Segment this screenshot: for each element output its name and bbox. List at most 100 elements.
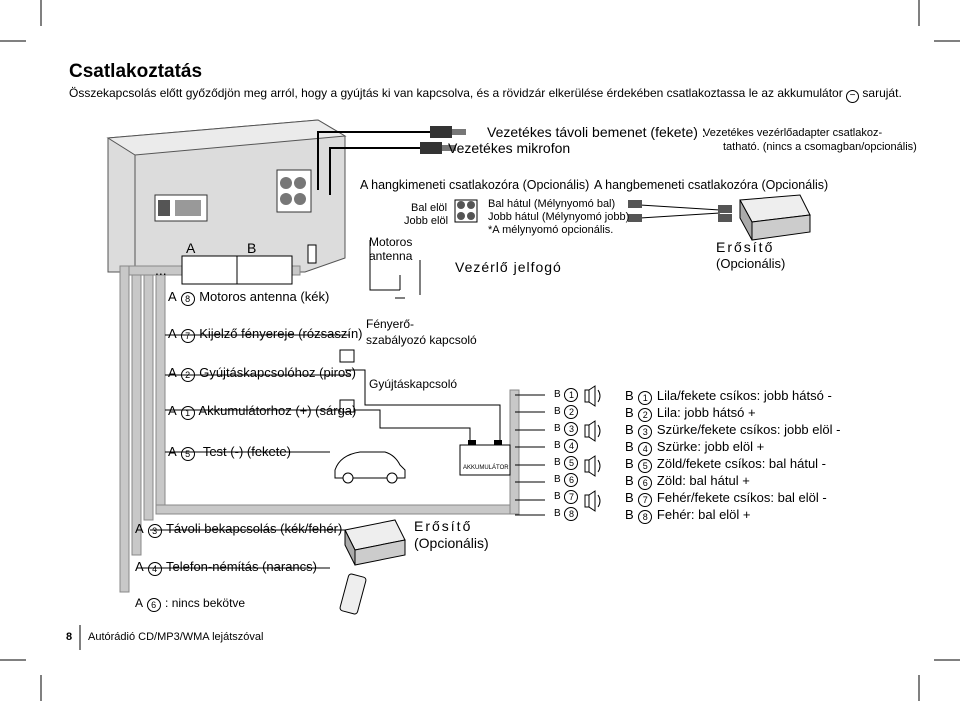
speaker-b8-num: 8	[564, 507, 579, 521]
speaker-b4-num: 4	[564, 439, 579, 453]
connector-a-b	[181, 255, 293, 285]
motor-antenna-label-2: antenna	[369, 249, 413, 263]
speaker-b6-num: 6	[564, 473, 579, 487]
rear-left-label: Bal hátul (Mélynyomó bal)	[488, 198, 616, 210]
speaker-b2-num: 2	[564, 405, 579, 419]
front-right-label: Jobb elöl	[404, 215, 449, 227]
legend-b4-text: Szürke: jobb elöl +	[656, 439, 765, 454]
minus-icon: −	[846, 90, 860, 103]
wire-a5-conn: A	[168, 444, 176, 459]
speaker-b2: B 2	[554, 405, 579, 419]
legend-b3-text: Szürke/fekete csíkos: jobb elöl -	[656, 422, 841, 437]
wire-a7-conn: A	[168, 326, 176, 341]
legend-b4-num: 4	[638, 442, 653, 456]
dimmer-label-2: szabályozó kapcsoló	[366, 333, 477, 347]
page-number: 8	[66, 631, 73, 643]
amp-top-optional: (Opcionális)	[716, 256, 786, 271]
motor-antenna-label: Motoros	[369, 235, 413, 249]
legend-b7: B 7 Fehér/fekete csíkos: bal elöl -	[625, 489, 840, 507]
legend-b1-conn: B	[625, 388, 634, 403]
intro-text-end: saruját.	[862, 86, 902, 100]
amplifier-top	[739, 194, 811, 241]
page-title: Csatlakoztatás	[69, 61, 203, 82]
rca-jacks-out	[454, 199, 478, 223]
top-cables	[317, 131, 430, 195]
legend-b1-num: 1	[638, 391, 653, 405]
wire-a8-conn: A	[168, 289, 176, 304]
speaker-b5: B 5	[554, 456, 579, 470]
antenna-symbol	[395, 260, 421, 299]
legend-b7-num: 7	[638, 493, 653, 507]
svg-text:...: ...	[155, 262, 167, 278]
legend-b5-num: 5	[638, 459, 653, 473]
legend-b7-conn: B	[625, 490, 634, 505]
ignition-switch-label: Gyújtáskapcsoló	[369, 377, 458, 391]
legend-b4-conn: B	[625, 439, 634, 454]
legend-b2-num: 2	[638, 408, 653, 422]
footer-text: Autórádió CD/MP3/WMA lejátszóval	[88, 631, 264, 643]
connector-b-label: B	[247, 240, 257, 256]
wire-a4-text: Telefon-némítás (narancs)	[165, 559, 317, 574]
speaker-b3: B 3	[554, 422, 579, 436]
legend-b8-num: 8	[638, 510, 653, 524]
remote-input-label: Vezetékes távoli bemenet (fekete) :	[487, 124, 706, 140]
wire-a2-label: A 2 Gyújtáskapcsolóhoz (piros)	[168, 365, 356, 382]
speaker-b3-num: 3	[564, 422, 579, 436]
amplifier-bottom	[344, 519, 406, 566]
legend-b1-text: Lila/fekete csíkos: jobb hátsó -	[656, 388, 832, 403]
speaker-b7: B 7	[554, 490, 579, 504]
wire-a3-label: A 3 Távoli bekapcsolás (kék/fehér)	[135, 521, 342, 538]
wire-a5-num: 5	[180, 447, 195, 461]
wire-a3-text: Távoli bekapcsolás (kék/fehér)	[165, 521, 343, 536]
wire-a1-text: Akkumulátorhoz (+) (sárga)	[198, 403, 357, 418]
front-left-label: Bal elöl	[411, 202, 448, 214]
legend-b5-text: Zöld/fekete csíkos: bal hátul -	[656, 456, 827, 471]
wire-a3-num: 3	[147, 524, 162, 538]
wire-a4-conn: A	[135, 559, 143, 574]
speaker-legend: B 1 Lila/fekete csíkos: jobb hátsó - B 2…	[625, 387, 841, 524]
wire-a1-conn: A	[168, 403, 176, 418]
wire-a2-conn: A	[168, 365, 176, 380]
mic-label: Vezetékes mikrofon	[448, 140, 571, 156]
wire-a5-label: A 5 Test (-) (fekete)	[168, 444, 291, 461]
wire-a7-label: A 7 Kijelző fényereje (rózsaszín)	[168, 326, 363, 343]
legend-b6-conn: B	[625, 473, 634, 488]
wire-a1-label: A 1 Akkumulátorhoz (+) (sárga)	[168, 403, 356, 420]
rear-right-label: Jobb hátul (Mélynyomó jobb)	[488, 211, 630, 223]
remote-input-plug	[430, 126, 452, 138]
legend-b8-conn: B	[625, 507, 634, 522]
amp-top-label: Erősítő	[716, 239, 775, 255]
legend-b4: B 4 Szürke: jobb elöl +	[625, 438, 840, 456]
car-icon	[334, 451, 406, 484]
wire-a6-text: : nincs bekötve	[165, 596, 246, 610]
speaker-b7-num: 7	[564, 490, 579, 504]
legend-b2-conn: B	[625, 405, 634, 420]
wire-a2-num: 2	[180, 368, 195, 382]
speaker-b1: B 1	[554, 388, 579, 402]
wire-a5-text: Test (-) (fekete)	[202, 444, 291, 459]
speaker-b5-num: 5	[564, 456, 579, 470]
wire-a6-num: 6	[146, 598, 161, 612]
legend-b6-num: 6	[638, 476, 653, 490]
head-unit	[106, 119, 347, 273]
speaker-b8: B 8	[554, 507, 579, 521]
remote-adapter-line-1: Vezetékes vezérlőadapter csatlakoz-	[703, 127, 883, 139]
wire-a8-text: Motoros antenna (kék)	[199, 289, 330, 304]
wire-a4-label: A 4 Telefon-némítás (narancs)	[135, 559, 317, 576]
wire-a3-conn: A	[135, 521, 143, 536]
mic-plug	[420, 142, 442, 154]
wire-a8-label: A 8 Motoros antenna (kék)	[168, 289, 329, 306]
legend-b5-conn: B	[625, 456, 634, 471]
speakers	[584, 385, 601, 512]
legend-b8-text: Fehér: bal elöl +	[656, 507, 751, 522]
wire-a7-text: Kijelző fényereje (rózsaszín)	[199, 326, 363, 341]
legend-b2-text: Lila: jobb hátsó +	[656, 405, 756, 420]
wire-a1-num: 1	[180, 406, 195, 420]
subwoofer-note: *A mélynyomó opcionális.	[488, 224, 614, 236]
wire-a6-label: A 6 : nincs bekötve	[135, 597, 245, 612]
audio-in-label: A hangbemeneti csatlakozóra (Opcionális)	[594, 178, 829, 192]
intro-text: Összekapcsolás előtt győződjön meg arról…	[69, 86, 902, 103]
speaker-b1-num: 1	[564, 388, 579, 402]
